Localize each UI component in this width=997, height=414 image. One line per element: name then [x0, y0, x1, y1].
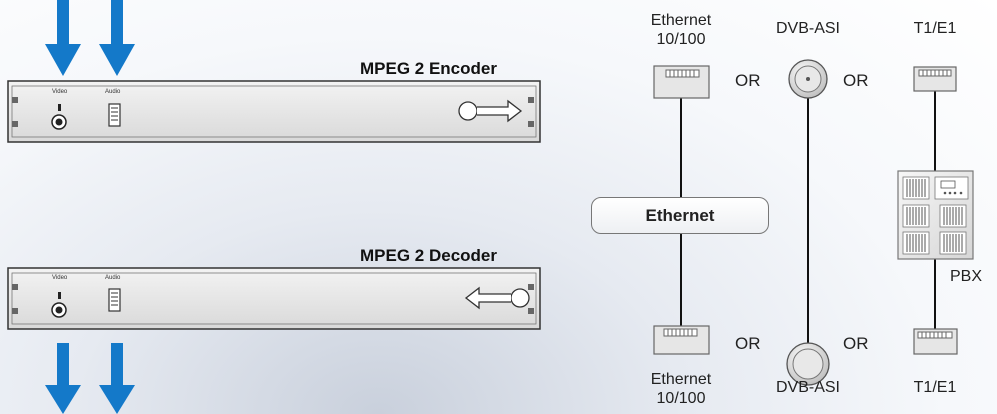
bottom-or-1: OR: [735, 334, 761, 353]
top-t1e1-label: T1/E1: [913, 20, 957, 37]
dvb-asi-connector-bottom-icon: [786, 342, 830, 386]
decoder-input-arrow-icon: [464, 286, 530, 310]
top-or-2: OR: [843, 71, 869, 90]
decoder-audio-label: Audio: [105, 275, 121, 281]
audio-output-arrow-icon: [99, 343, 135, 414]
encoder-output-arrow-icon: [458, 99, 523, 123]
top-ethernet-label: Ethernet 10/100: [650, 12, 712, 48]
bottom-t1e1-label: T1/E1: [913, 379, 957, 396]
ethernet-port-top-icon: [653, 65, 710, 99]
audio-input-arrow-icon: [99, 0, 135, 76]
pbx-label: PBX: [950, 268, 983, 285]
mpeg2-encoder-device: [7, 80, 541, 143]
t1e1-port-top-icon: [913, 66, 957, 92]
bottom-or-2: OR: [843, 334, 869, 353]
bottom-ethernet-label: Ethernet 10/100: [650, 371, 712, 407]
t1e1-port-bottom-icon: [913, 328, 958, 355]
mpeg2-decoder-device: [7, 267, 541, 330]
bottom-dvb-asi-label: DVB-ASI: [775, 379, 840, 396]
ethernet-port-bottom-icon: [653, 325, 710, 355]
top-or-1: OR: [735, 71, 761, 90]
ethernet-network-box: Ethernet: [591, 197, 769, 234]
encoder-video-label: Video: [52, 89, 68, 95]
top-dvb-asi-label: DVB-ASI: [775, 20, 840, 37]
pbx-cabinet-icon: [897, 170, 974, 260]
decoder-video-label: Video: [52, 275, 68, 281]
video-output-arrow-icon: [45, 343, 81, 414]
encoder-title: MPEG 2 Encoder: [360, 59, 497, 78]
decoder-title: MPEG 2 Decoder: [360, 246, 497, 265]
video-input-arrow-icon: [45, 0, 81, 76]
encoder-audio-label: Audio: [105, 89, 121, 95]
dvb-asi-connector-top-icon: [788, 59, 828, 99]
